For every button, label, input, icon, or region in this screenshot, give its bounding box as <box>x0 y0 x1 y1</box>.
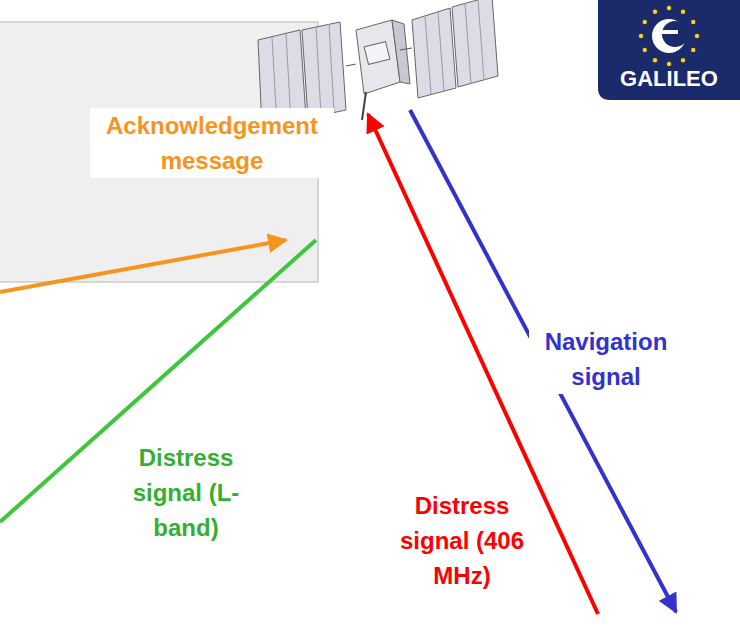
logo-star <box>695 34 699 38</box>
logo-star <box>667 6 671 10</box>
logo-star <box>643 20 647 24</box>
logo-star <box>653 58 657 62</box>
signal-label: Distress signal (L-band) <box>119 440 253 545</box>
logo-star <box>691 20 695 24</box>
logo-star <box>643 48 647 52</box>
signal-label: Navigation signal <box>529 324 683 394</box>
acknowledgement-arrow <box>0 240 286 292</box>
logo-star <box>691 48 695 52</box>
logo-star <box>681 10 685 14</box>
logo-star <box>681 58 685 62</box>
logo-star <box>653 10 657 14</box>
signal-label: Distress signal (406 MHz) <box>393 488 532 593</box>
signal-label: Acknowledgement message <box>90 108 334 178</box>
logo-text: GALILEO <box>602 66 736 92</box>
galileo-logo <box>598 0 740 100</box>
logo-star <box>667 62 671 66</box>
logo-star <box>639 34 643 38</box>
